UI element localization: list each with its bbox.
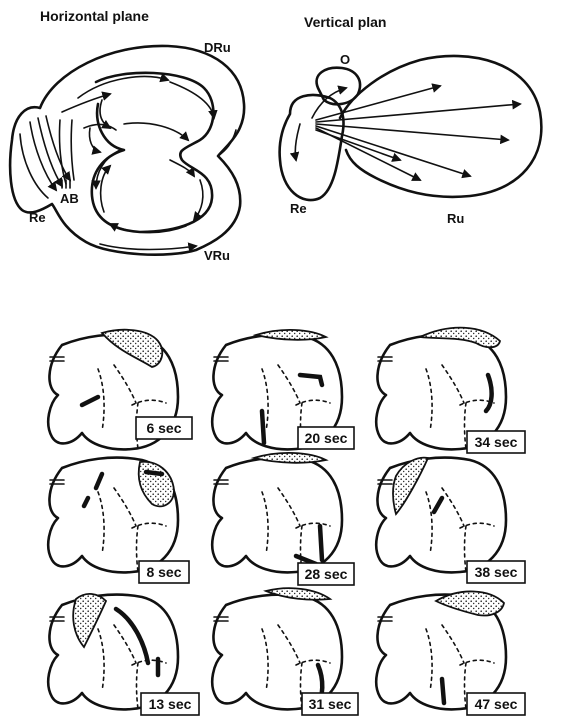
timepoint-grid: 6 sec 20 sec 34 sec 8 sec 28 sec 38 sec 13 sec…: [48, 328, 525, 715]
label-o: O: [340, 52, 350, 67]
contraction-wave: [320, 526, 322, 560]
contraction-stipple: [266, 588, 330, 600]
label-re-horizontal: Re: [29, 210, 46, 225]
contraction-wave: [442, 679, 444, 703]
timepoint-label: 34 sec: [475, 434, 518, 450]
label-vru: VRu: [204, 248, 230, 263]
timepoint-label: 47 sec: [475, 696, 518, 712]
timepoint-label: 6 sec: [146, 420, 181, 436]
vertical-plan-title: Vertical plan: [304, 14, 386, 30]
contraction-wave: [84, 498, 88, 506]
contraction-wave: [82, 397, 98, 405]
vertical-plan-diagram: [280, 56, 542, 200]
contraction-wave: [486, 375, 492, 411]
timepoint-label: 31 sec: [309, 696, 352, 712]
label-ru: Ru: [447, 211, 464, 226]
contraction-wave: [300, 375, 322, 385]
stomach-frame: [48, 594, 178, 709]
horizontal-plane-title: Horizontal plane: [40, 8, 149, 24]
contraction-wave: [96, 474, 102, 488]
contraction-wave: [146, 472, 162, 474]
label-re-vertical: Re: [290, 201, 307, 216]
label-ab: AB: [60, 191, 79, 206]
stomach-frame: [212, 453, 342, 572]
label-dru: DRu: [204, 40, 231, 55]
contraction-stipple: [256, 330, 326, 340]
stomach-frame: [376, 591, 506, 709]
timepoint-label: 38 sec: [475, 564, 518, 580]
timepoint-label: 13 sec: [149, 696, 192, 712]
contraction-stipple: [139, 462, 174, 507]
stomach-frame: [376, 458, 506, 573]
timepoint-label: 20 sec: [305, 430, 348, 446]
contraction-wave: [434, 498, 442, 512]
stomach-frame: [48, 458, 178, 573]
timepoint-label: 8 sec: [146, 564, 181, 580]
contraction-stipple: [420, 328, 500, 348]
contraction-stipple: [102, 330, 162, 367]
timepoint-label: 28 sec: [305, 566, 348, 582]
stomach-frame: [212, 588, 342, 709]
contraction-wave: [262, 411, 264, 443]
contraction-stipple: [254, 453, 326, 463]
